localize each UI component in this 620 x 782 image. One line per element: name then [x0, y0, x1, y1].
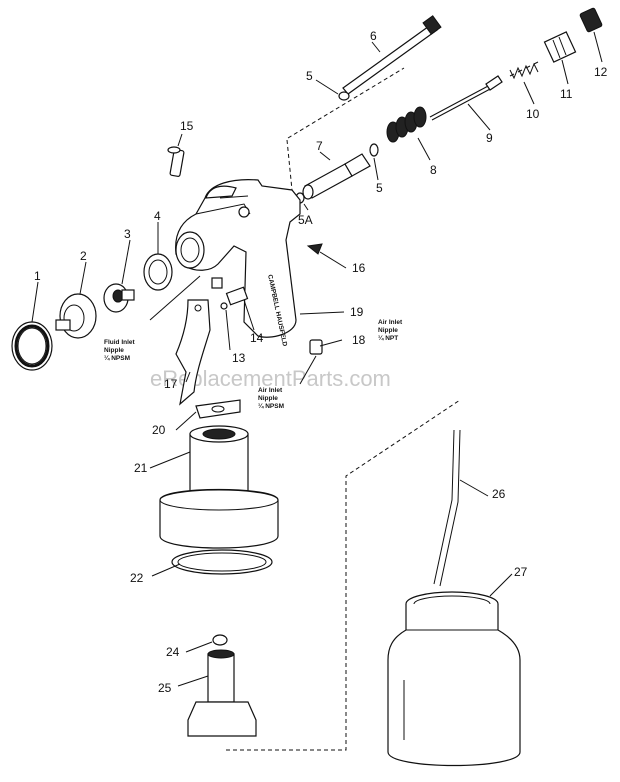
- assembly-line-1: [287, 67, 405, 139]
- part-21-cup-cover: [159, 425, 279, 549]
- note-air-top-line-2: Nipple: [378, 327, 398, 334]
- callout-26: 26: [492, 487, 506, 501]
- part-2-air-cap: [55, 293, 97, 339]
- note-air-inlet-bottom: Air Inlet Nipple ¼ NPSM: [258, 387, 284, 410]
- callout-1: 1: [34, 269, 41, 283]
- part-26-tube: [433, 429, 455, 585]
- callout-17: 17: [164, 377, 178, 391]
- callout-12: 12: [594, 65, 608, 79]
- part-5-oring-mid: [369, 143, 379, 157]
- part-13-washer: [220, 302, 228, 310]
- part-17-trigger: [175, 299, 211, 406]
- part-10-spring: [509, 61, 539, 80]
- part-3-fluid-tip: [103, 283, 135, 313]
- part-7-valve-stem: [302, 153, 371, 200]
- part-25-cup-base: [187, 649, 257, 737]
- part-27-jar: [387, 591, 521, 767]
- part-8-spring: [386, 106, 427, 143]
- callout-6: 6: [370, 29, 377, 43]
- part-24-plug: [212, 634, 228, 646]
- part-15-pin: [167, 146, 185, 177]
- part-4-gasket: [143, 253, 173, 291]
- callout-20: 20: [152, 423, 166, 437]
- fluid-inlet-nipple: [211, 277, 223, 289]
- callout-27: 27: [514, 565, 528, 579]
- callout-21: 21: [134, 461, 148, 475]
- callout-10: 10: [526, 107, 540, 121]
- part-14-fitting: [225, 286, 249, 306]
- part-6-rod: [342, 15, 442, 95]
- callout-8: 8: [430, 163, 437, 177]
- note-air-inlet-top: Air Inlet Nipple ¼ NPT: [378, 319, 403, 342]
- callout-5-mid: 5: [376, 181, 383, 195]
- note-fluid-inlet: Fluid Inlet Nipple ¼ NPSM: [104, 339, 136, 362]
- note-fluid-line-2: Nipple: [104, 347, 124, 354]
- part-5-oring-top: [338, 91, 350, 101]
- callout-16: 16: [352, 261, 366, 275]
- callout-15: 15: [180, 119, 194, 133]
- note-air-top-line-3: ¼ NPT: [378, 334, 398, 342]
- callout-5A: 5A: [298, 213, 313, 227]
- callout-13: 13: [232, 351, 246, 365]
- note-air-bottom-line-2: Nipple: [258, 395, 278, 402]
- part-1-air-cap-ring: [11, 321, 53, 371]
- part-16-screw: [306, 243, 323, 255]
- callout-22: 22: [130, 571, 144, 585]
- callout-14: 14: [250, 331, 264, 345]
- gun-body: CAMPBELL HAUSFELD: [175, 179, 301, 347]
- part-11-adjusting-valve: [543, 31, 577, 63]
- callout-25: 25: [158, 681, 172, 695]
- note-fluid-line-1: Fluid Inlet: [104, 339, 136, 346]
- assembly-line-3: [226, 399, 461, 751]
- callout-5-top: 5: [306, 69, 313, 83]
- assembly-line-2: [286, 139, 293, 191]
- note-air-top-line-1: Air Inlet: [378, 319, 403, 326]
- callout-24: 24: [166, 645, 180, 659]
- part-9-needle: [429, 75, 503, 121]
- note-fluid-line-3: ¼ NPSM: [104, 354, 130, 362]
- callout-19: 19: [350, 305, 364, 319]
- callout-11: 11: [560, 87, 573, 101]
- part-22-gasket: [171, 549, 273, 575]
- part-12-knob: [579, 7, 603, 33]
- callout-4: 4: [154, 209, 161, 223]
- callout-18: 18: [352, 333, 366, 347]
- callout-2: 2: [80, 249, 87, 263]
- part-18-air-inlet-nipple: [309, 339, 323, 355]
- callout-3: 3: [124, 227, 131, 241]
- leader-lines: [31, 31, 603, 687]
- part-20-gasket: [195, 399, 241, 419]
- note-air-bottom-line-3: ¼ NPSM: [258, 402, 284, 410]
- callout-7: 7: [316, 139, 323, 153]
- note-air-bottom-line-1: Air Inlet: [258, 387, 283, 394]
- callout-9: 9: [486, 131, 493, 145]
